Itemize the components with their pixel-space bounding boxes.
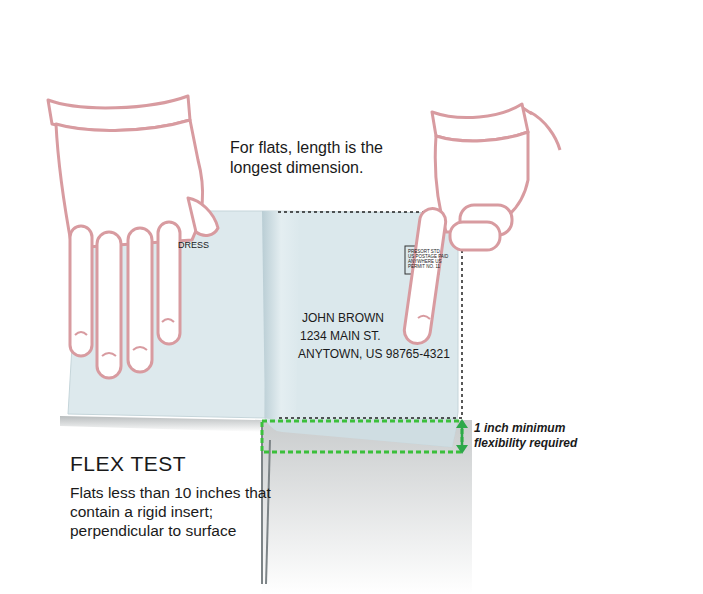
caption-heading: FLEX TEST xyxy=(70,452,186,476)
indicia-text: PERMIT NO. 11 xyxy=(408,264,440,269)
flex-zone-outline xyxy=(262,421,462,452)
right-hand xyxy=(403,104,560,345)
length-note: For flats, length is the longest dimensi… xyxy=(230,138,420,178)
flex-arrow xyxy=(461,426,464,447)
indicia-text: US POSTAGE PAID xyxy=(408,254,448,259)
caption-body: Flats less than 10 inches that contain a… xyxy=(70,483,282,540)
envelope-fold xyxy=(262,211,300,425)
flex-arrow-head xyxy=(456,445,468,454)
partial-address-text: DRESS xyxy=(178,240,209,250)
address-line: JOHN BROWN xyxy=(302,311,384,325)
flexibility-note: 1 inch minimum flexibility required xyxy=(474,421,594,451)
address-line: ANYTOWN, US 98765-4321 xyxy=(298,347,450,361)
left-hand xyxy=(48,96,218,378)
table-leg xyxy=(266,440,270,584)
table-edge-shadow xyxy=(60,416,262,432)
indicia-text: PRESORT STD xyxy=(408,249,440,254)
indicia-text: ANYWHERE US xyxy=(408,259,442,264)
flex-arrow-head xyxy=(456,419,468,428)
envelope-flat-part xyxy=(68,211,268,418)
address-line: 1234 MAIN ST. xyxy=(300,329,381,343)
